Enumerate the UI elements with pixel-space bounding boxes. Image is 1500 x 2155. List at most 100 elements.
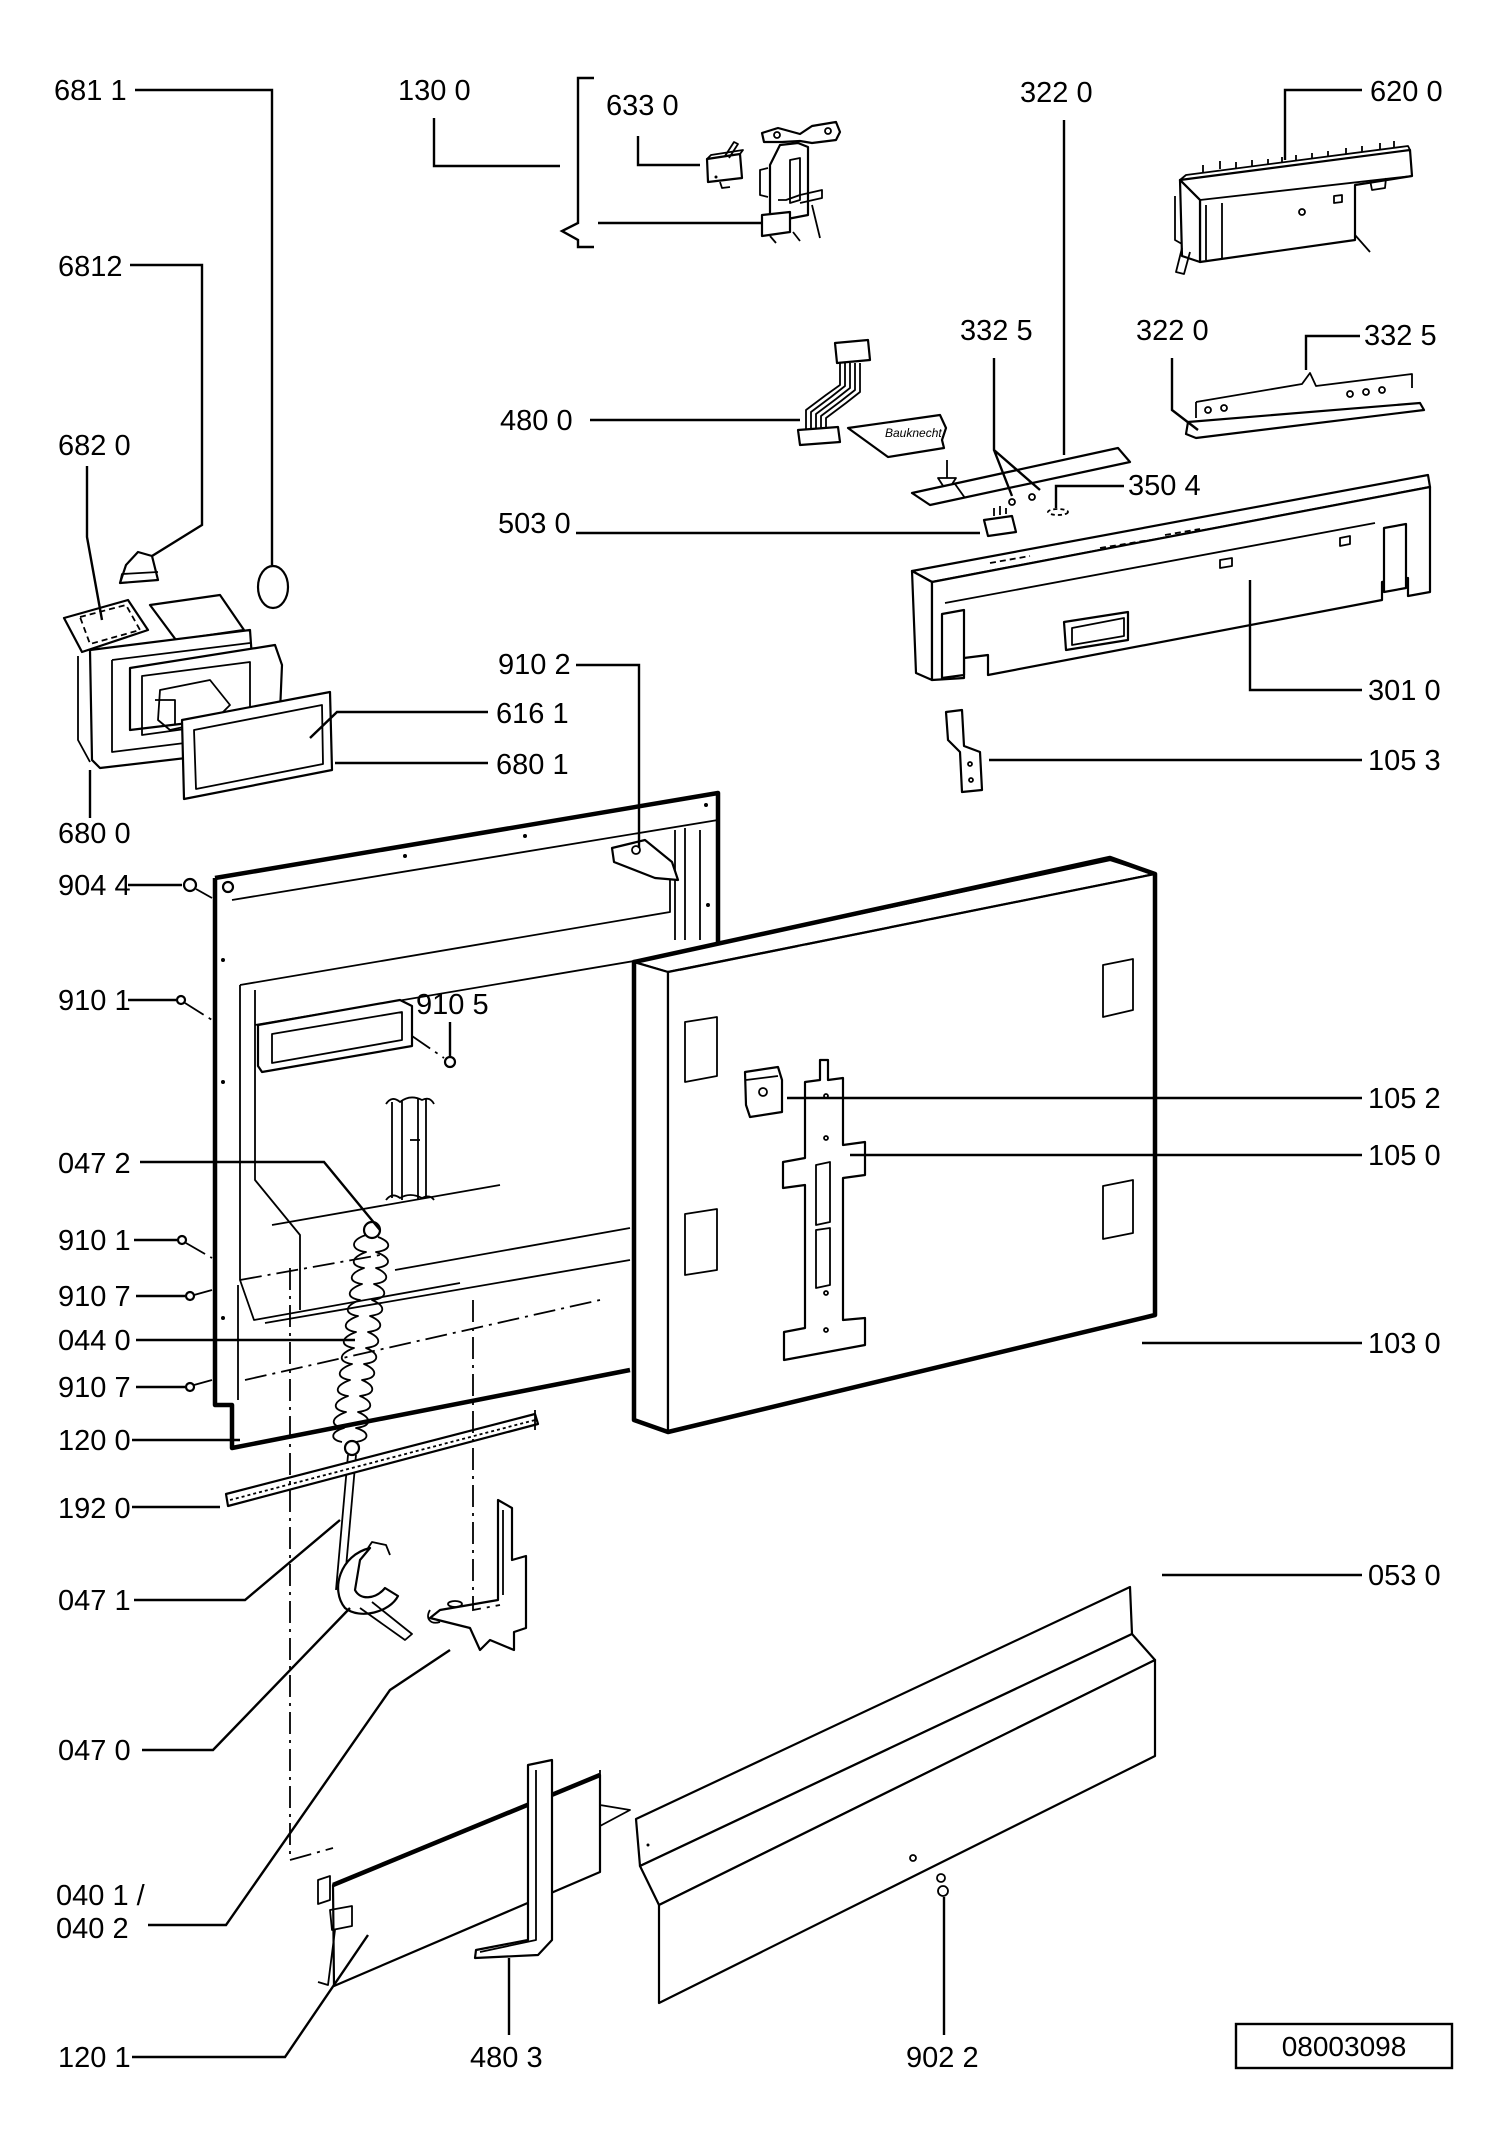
part-bauknecht-label: Bauknecht [846,413,957,493]
leader-633-0 [636,136,700,167]
screw-904-4 [182,877,198,893]
label-047-2: 047 2 [58,1148,131,1180]
leader-040-1 [148,1649,451,1927]
leader-301-0 [1248,580,1362,692]
leader-120-1 [132,1934,369,2059]
screw-910-1-a [175,994,187,1006]
label-047-0: 047 0 [58,1735,131,1767]
label-120-1: 120 1 [58,2042,131,2074]
label-620-0: 620 0 [1370,76,1443,108]
label-902-2: 902 2 [906,2042,979,2074]
screw-910-7-b [184,1381,196,1393]
label-910-5: 910 5 [416,989,489,1021]
label-105-2: 105 2 [1368,1083,1441,1115]
screws [175,877,457,1393]
part-350-4-led-lens [1047,508,1069,516]
label-322-0-right: 322 0 [1136,315,1209,347]
label-105-0: 105 0 [1368,1140,1441,1172]
brand-logo-text: Bauknecht [885,426,942,440]
part-620-0-control-module [1174,141,1414,275]
label-332-5-center: 332 5 [960,315,1033,347]
leader-322-0-right [1170,358,1199,431]
label-910-1-b: 910 1 [58,1225,131,1257]
part-044-0-door-spring [332,1220,390,1457]
part-105-0-mounting-plate [781,1058,867,1362]
part-322-0-circuit-board [1184,372,1426,440]
part-301-0-control-panel [910,473,1432,682]
leader-6812 [130,263,204,558]
part-105-2-clip [743,1065,784,1119]
part-labels: 681 1 130 0 633 0 322 0 620 0 6812 332 5… [54,75,1443,2074]
screw-910-1-b [176,1234,188,1246]
leader-047-0 [142,1607,351,1752]
leader-681-1 [135,88,274,565]
leader-620-0 [1283,88,1362,160]
leader-332-5-center [992,358,1041,497]
part-6812-dispenser-cap [118,550,160,585]
label-103-0: 103 0 [1368,1328,1441,1360]
label-480-3: 480 3 [470,2042,543,2074]
part-047-0-pulley [337,1541,413,1641]
label-332-5-right: 332 5 [1364,320,1437,352]
label-040-1: 040 1 / [56,1880,146,1912]
leader-350-4 [1054,484,1124,508]
label-192-0: 192 0 [58,1493,131,1525]
document-number: 08003098 [1282,2031,1407,2062]
label-904-4: 904 4 [58,870,131,902]
label-301-0: 301 0 [1368,675,1441,707]
leader-332-5-right [1304,334,1360,370]
part-105-3-bracket [944,708,984,794]
label-633-0: 633 0 [606,90,679,122]
label-350-4: 350 4 [1128,470,1201,502]
part-480-3-bracket [473,1758,554,1960]
label-910-7-b: 910 7 [58,1372,131,1404]
label-680-1: 680 1 [496,749,569,781]
part-332-5-led-pair [1008,493,1036,506]
part-322-0-membrane-foil [910,446,1132,507]
leader-047-2 [140,1160,381,1231]
label-682-0: 682 0 [58,430,131,462]
part-130-0-door-latch [759,120,842,244]
part-120-0-inner-door [212,790,721,1451]
screw-910-5 [443,1055,457,1069]
label-044-0: 044 0 [58,1325,131,1357]
label-681-1: 681 1 [54,75,127,107]
label-680-0: 680 0 [58,818,131,850]
leader-lines [85,88,1362,2059]
leader-130-0 [432,118,560,168]
part-040-1-hinge [427,1498,528,1652]
label-6812: 6812 [58,251,123,283]
part-103-0-door-front [631,855,1158,1435]
label-047-1: 047 1 [58,1585,131,1617]
guide-lines [239,1254,601,1862]
bracket-brace-130-0 [559,76,594,249]
label-910-1-a: 910 1 [58,985,131,1017]
leader-047-1 [134,1519,341,1602]
label-910-7-a: 910 7 [58,1281,131,1313]
part-192-0-rail [224,1410,540,1508]
label-040-2: 040 2 [56,1913,129,1945]
label-053-0: 053 0 [1368,1560,1441,1592]
part-681-1-seal-ring [256,564,290,610]
leader-682-0 [85,466,104,621]
label-120-0: 120 0 [58,1425,131,1457]
part-503-0-door-switch [982,506,1018,538]
label-503-0: 503 0 [498,508,571,540]
label-322-0-top: 322 0 [1020,77,1093,109]
pins-row [1202,141,1395,172]
part-902-2-screw [936,1873,949,1897]
label-616-1: 616 1 [496,698,569,730]
part-120-1-lower-panel [317,1770,631,1988]
leader-910-2 [576,663,641,848]
part-480-0-wire-harness [796,338,872,447]
part-053-0-kick-plate [634,1585,1157,2005]
part-680-1-gasket [180,690,334,801]
label-105-3: 105 3 [1368,745,1441,777]
label-910-2: 910 2 [498,649,571,681]
document-number-box: 08003098 [1234,2022,1454,2070]
leader-616-1 [309,710,488,739]
part-633-0-microswitch [705,141,744,189]
label-480-0: 480 0 [500,405,573,437]
screw-910-7-a [184,1290,196,1302]
